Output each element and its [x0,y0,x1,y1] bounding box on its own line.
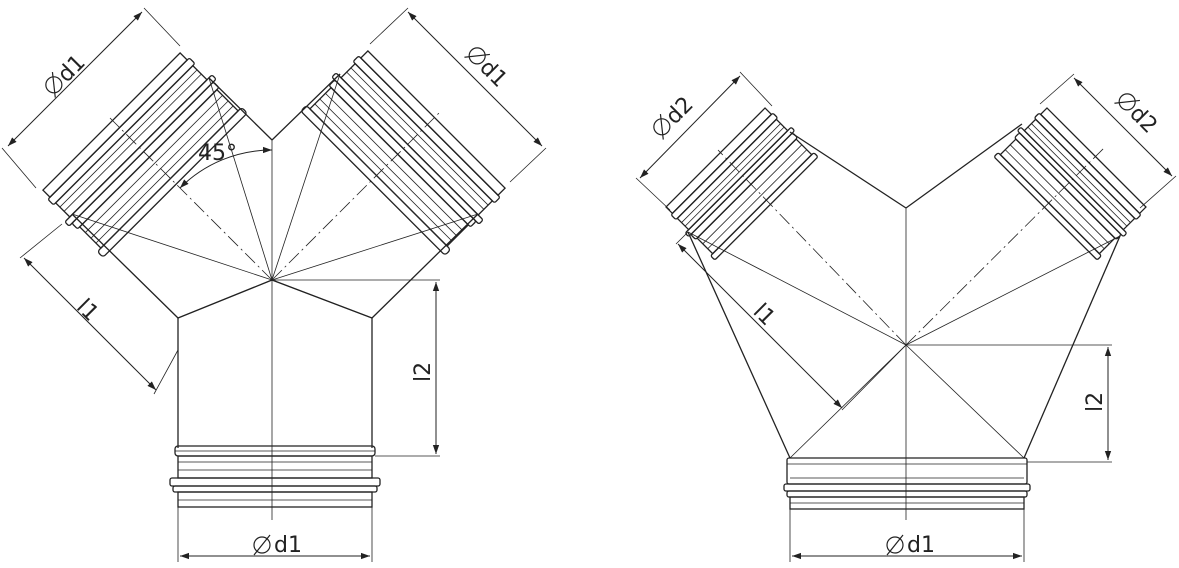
left-y-fitting: 45° d1 d1 [1,7,547,562]
dimension-l2-left: l2 [272,279,440,457]
left-bottom-spigot [169,318,381,508]
angle-arc [179,146,273,189]
angle-label: 45° [198,141,237,166]
dimension-d2-left: d2 [635,71,773,211]
label-l1-right: l1 [748,299,780,331]
dimension-d2-right: d2 [1039,73,1177,209]
right-left-socket [665,107,818,260]
label-l1-left: l1 [71,295,103,327]
right-y-fitting: d2 d2 l1 l2 [635,71,1177,562]
label-d1-top-left: d1 [53,50,90,87]
right-body [687,123,1121,520]
right-bottom-spigot [783,457,1031,510]
dimension-d1-bottom-left: d1 [177,507,373,562]
label-d1-bottom-left: d1 [274,533,302,558]
right-right-socket [994,107,1147,260]
label-l2-right: l2 [1083,392,1108,412]
dimension-l1-right: l1 [675,231,907,411]
label-d2-right: d2 [1124,101,1161,138]
left-body [71,73,479,520]
dimension-d1-bottom-right: d1 [789,509,1025,562]
label-d1-top-right: d1 [474,55,511,92]
label-d1-bottom-right: d1 [907,533,935,558]
label-l2-left: l2 [411,362,436,382]
dimension-l2-right: l2 [906,344,1112,463]
left-top-right-socket [301,50,506,255]
